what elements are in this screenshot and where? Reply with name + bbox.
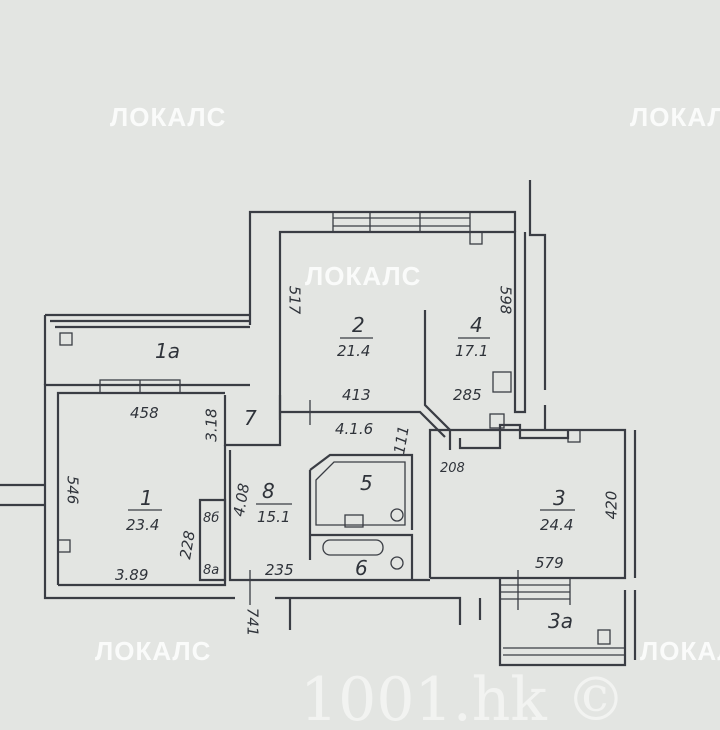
- dim-741: 741: [244, 608, 262, 637]
- dim-389: 3.89: [115, 566, 148, 584]
- watermark-brand: ЛОКАЛС: [95, 636, 211, 666]
- room-8-number: 8: [262, 479, 275, 503]
- room-4-number: 4: [470, 313, 483, 337]
- dim-318: 3.18: [203, 408, 221, 441]
- dim-458: 458: [130, 404, 159, 422]
- room-8-area: 15.1: [257, 508, 290, 526]
- room-5-number: 5: [360, 471, 373, 495]
- dim-111: 111: [390, 424, 413, 455]
- dim-235: 235: [265, 561, 294, 579]
- balcony-3a-label: 3a: [548, 609, 573, 633]
- watermark-brand: ЛОКАЛС: [305, 261, 421, 291]
- room-6-number: 6: [355, 556, 368, 580]
- watermark-brand: ЛОКАЛС: [110, 102, 226, 132]
- room-2-number: 2: [352, 313, 365, 337]
- room-4-area: 17.1: [455, 342, 488, 360]
- dim-598: 598: [497, 286, 515, 315]
- room-8a-label: 8a: [203, 563, 219, 578]
- watermarks: ЛОКАЛС ЛОКАЛС ЛОКАЛС ЛОКАЛС ЛОКАЛС 1001.…: [95, 102, 720, 730]
- dim-546: 546: [64, 476, 82, 505]
- room-8b-label: 8б: [203, 511, 219, 526]
- room-1-area: 23.4: [126, 516, 159, 534]
- dim-517: 517: [286, 286, 304, 315]
- dim-420: 420: [603, 491, 621, 520]
- dimension-labels: 517 598 413 4.1.6 285 111 208 458 3.18 5…: [64, 286, 621, 637]
- dim-228: 228: [176, 529, 199, 560]
- watermark-brand: ЛОКАЛС: [640, 636, 720, 666]
- dim-285: 285: [453, 386, 482, 404]
- room-2-area: 21.4: [337, 342, 370, 360]
- room-7-number: 7: [244, 406, 257, 430]
- room-3-number: 3: [553, 486, 566, 510]
- dim-408: 4.08: [230, 482, 254, 518]
- dim-208: 208: [440, 461, 465, 476]
- dim-413: 413: [342, 386, 371, 404]
- dim-579: 579: [535, 554, 564, 572]
- watermark-copyright: 1001.hk ©: [300, 665, 626, 730]
- room-1-number: 1: [140, 486, 153, 510]
- room-3-area: 24.4: [540, 516, 573, 534]
- watermark-brand: ЛОКАЛС: [630, 102, 720, 132]
- dim-416: 4.1.6: [335, 420, 373, 438]
- walls: [0, 180, 637, 667]
- balcony-1a-label: 1a: [155, 339, 180, 363]
- room-labels: 1 23.4 2 21.4 3 24.4 4 17.1 5 6 7 8 15.1…: [126, 313, 575, 633]
